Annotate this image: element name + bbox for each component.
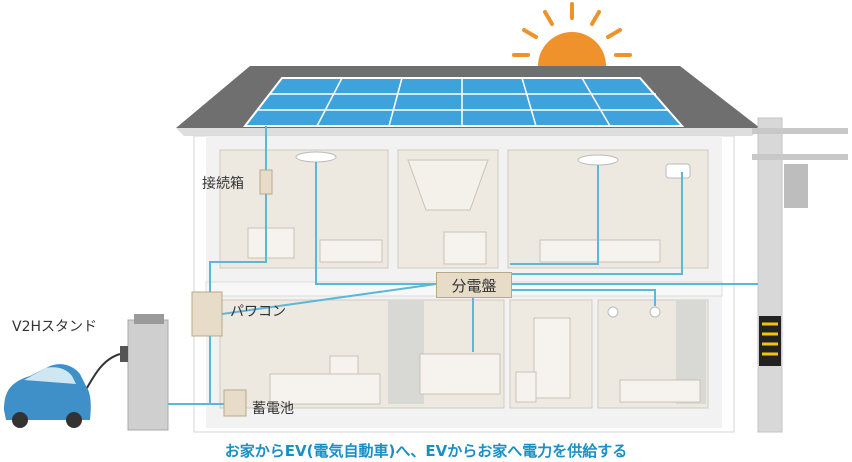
v2h-stand	[120, 314, 169, 431]
sun-icon	[512, 2, 632, 66]
v2h-stand-label: V2Hスタンド	[12, 319, 98, 335]
storage-battery	[223, 389, 247, 417]
caption: お家からEV(電気自動車)へ、EVからお家へ電力を供給する	[224, 442, 628, 460]
storage-battery-label: 蓄電池	[252, 401, 294, 417]
solar-panel-icon	[242, 77, 685, 127]
junction-box	[259, 169, 273, 195]
ev-car-icon	[4, 364, 91, 428]
wiring	[168, 126, 758, 405]
junction-box-label: 接続箱	[202, 176, 244, 192]
distribution-board-label: 分電盤	[436, 272, 512, 298]
utility-pole-icon	[752, 117, 848, 433]
air-conditioner-icon	[665, 163, 691, 179]
ceiling-light-icon	[295, 151, 661, 318]
power-conditioner	[191, 291, 223, 337]
power-conditioner-label: パワコン	[230, 304, 286, 320]
